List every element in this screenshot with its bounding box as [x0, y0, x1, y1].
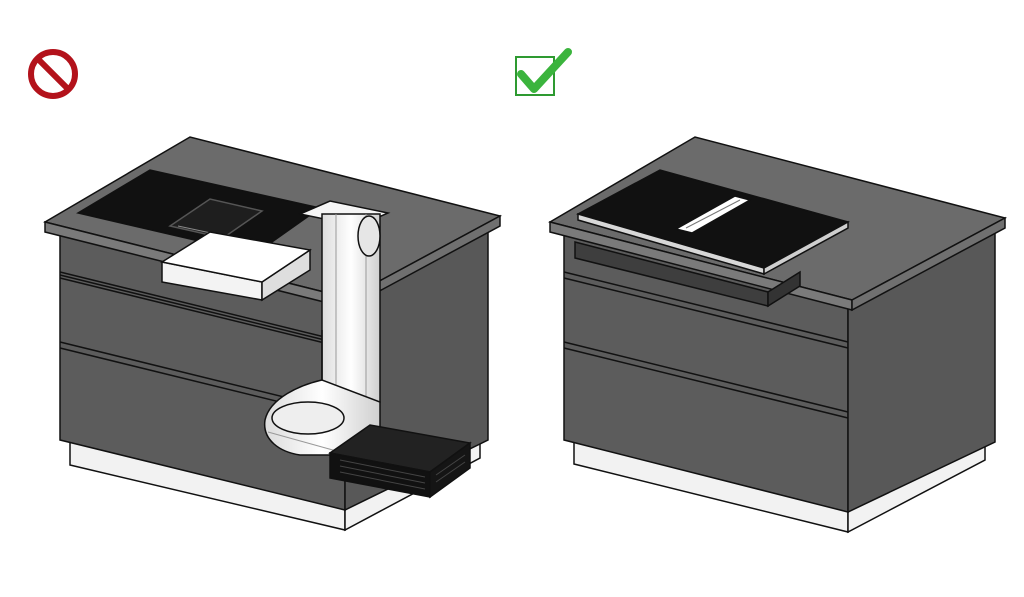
exhaust-duct	[264, 200, 391, 456]
correct-installation-panel	[515, 48, 1008, 534]
recessed-downdraft-unit	[574, 241, 801, 308]
downdraft-unit	[160, 231, 312, 302]
prohibited-icon	[28, 49, 78, 99]
incorrect-installation-panel	[28, 49, 503, 532]
checkmark-icon	[515, 48, 572, 96]
filter-box	[328, 424, 472, 499]
cabinet-front	[563, 234, 849, 513]
downdraft-vent-slot	[673, 195, 752, 234]
